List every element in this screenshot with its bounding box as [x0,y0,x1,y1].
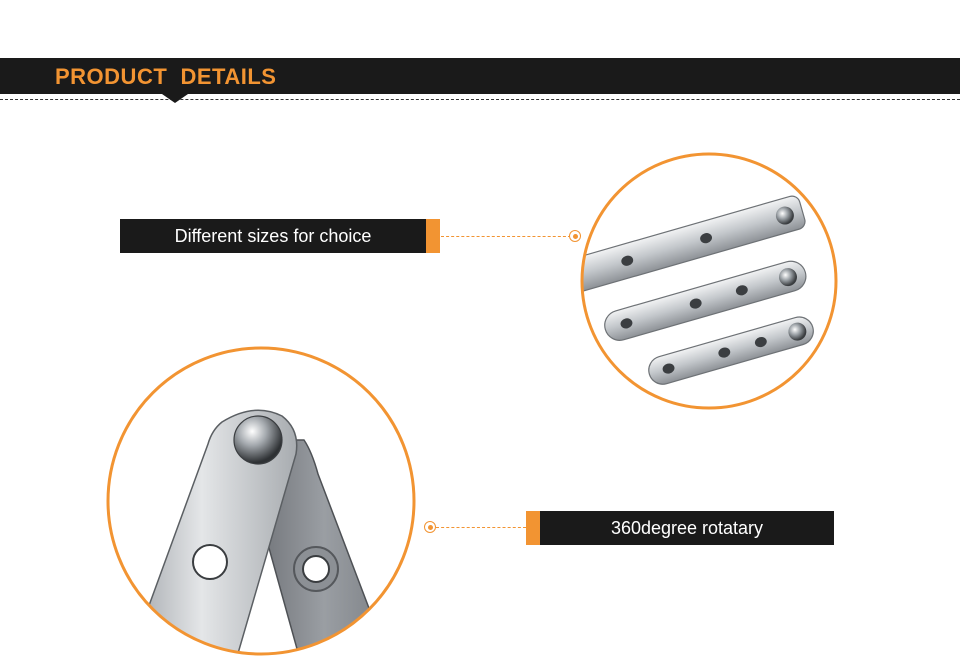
page-title: PRODUCT DETAILS [55,64,277,89]
feature-accent [426,219,440,253]
feature-accent [526,511,540,545]
feature-label-text: 360degree rotatary [610,518,764,538]
feature-label-rotation: 360degree rotatary [526,511,834,545]
header-divider [0,99,960,100]
header-bar: PRODUCT DETAILS [0,58,960,94]
header-notch [162,94,188,103]
feature-label-text: Different sizes for choice [174,226,372,246]
dot-icon [569,230,581,242]
dot-icon [424,521,436,533]
product-photo-sizes [580,152,838,410]
feature-connector [436,527,526,528]
product-photo-rotation [106,346,416,656]
feature-connector [441,236,571,237]
feature-label-sizes: Different sizes for choice [120,219,440,253]
